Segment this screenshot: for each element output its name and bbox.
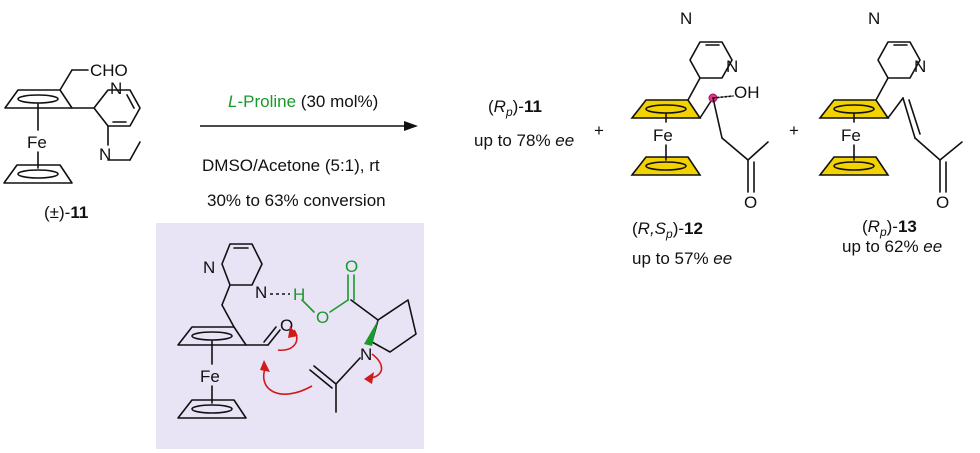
ts-fe-atom: Fe (200, 367, 220, 386)
product2-structure: Fe N N OH O (630, 9, 769, 212)
plus-sign-2: + (789, 121, 799, 140)
product2-pyrimidine-n1: N (680, 9, 692, 28)
product2-ketone-o: O (744, 193, 757, 212)
transition-state-structure: N N H Fe O O O N (177, 243, 417, 419)
ts-acid-carbonyl-o: O (345, 257, 358, 276)
product2-label: (R,Sp)-12 (632, 219, 703, 241)
conversion-label: 30% to 63% conversion (207, 191, 386, 210)
product2-oh-group: OH (734, 83, 760, 102)
ts-proline-n: N (360, 345, 372, 364)
product1-label: (Rp)-11 (488, 97, 542, 119)
product2-pyrimidine-n2: N (726, 57, 738, 76)
ts-cp-ring-bottom (177, 399, 247, 419)
ts-acid-oh-o: O (316, 308, 329, 327)
reactant-cho-group: CHO (90, 61, 128, 80)
reactant-pyrimidine-n1: N (110, 79, 122, 98)
plus-sign-1: + (594, 121, 604, 140)
product2-ee: up to 57% ee (632, 249, 732, 268)
reactant-structure: Fe CHO N N (3, 61, 141, 184)
solvent-label: DMSO/Acetone (5:1), rt (202, 156, 380, 175)
ts-pyrimidine-n1: N (203, 258, 215, 277)
product3-label: (Rp)-13 (862, 217, 917, 239)
product2-cp-ring-bottom (630, 156, 702, 176)
product3-structure: Fe N N O (818, 9, 963, 212)
reaction-arrow-head (404, 121, 418, 131)
product3-pyrimidine-n2: N (914, 57, 926, 76)
product2-fe-atom: Fe (653, 126, 673, 145)
product3-cp-ring-bottom (818, 156, 890, 176)
ts-arrow-cc-to-carbonyl (263, 365, 313, 395)
reactant-pyrimidine-n2: N (99, 145, 111, 164)
ts-pyrimidine-n2: N (255, 283, 267, 302)
product3-ee: up to 62% ee (842, 237, 942, 256)
product3-fe-atom: Fe (841, 126, 861, 145)
product3-pyrimidine-n1: N (868, 9, 880, 28)
product1-ee: up to 78% ee (474, 131, 574, 150)
product3-ketone-o: O (936, 193, 949, 212)
reactant-label: (±)-11 (44, 203, 88, 222)
ts-proline-wedge (364, 320, 378, 346)
reactant-cp-ring-bottom (3, 164, 73, 184)
reactant-fe-atom: Fe (27, 133, 47, 152)
catalyst-label: L-Proline (30 mol%) (228, 92, 378, 111)
